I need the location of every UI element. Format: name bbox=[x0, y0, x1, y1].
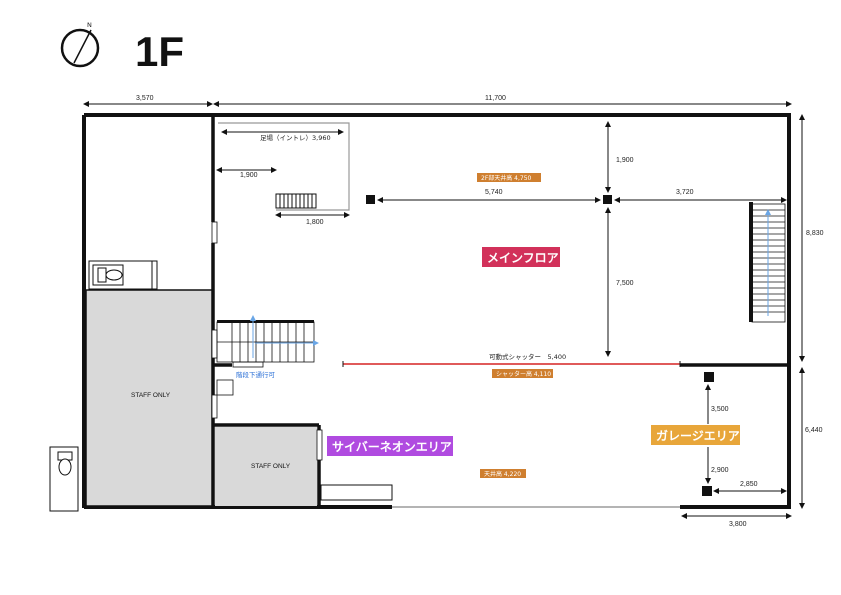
door-stairs-passage bbox=[232, 361, 264, 368]
ceiling-lower-badge bbox=[480, 469, 526, 478]
small-storage bbox=[216, 379, 234, 396]
floor-title: 1F bbox=[135, 28, 184, 75]
main-floor-label: メインフロア bbox=[487, 251, 559, 265]
dim-garage-up: 3,500 bbox=[711, 406, 729, 413]
dim-top-total: 11,700 bbox=[485, 95, 506, 102]
dim-bottom-right: 3,800 bbox=[729, 521, 747, 528]
garage-area-badge bbox=[651, 425, 740, 445]
staff-only-label-left: STAFF ONLY bbox=[131, 392, 171, 399]
ceiling-2f-label: 2F部天井高 4,750 bbox=[481, 174, 532, 182]
neon-counter bbox=[320, 484, 393, 501]
garage-area-label: ガレージエリア bbox=[656, 428, 740, 443]
toilet-icon-outside bbox=[49, 446, 79, 512]
pillar-left bbox=[366, 195, 375, 204]
scaffold-outline bbox=[218, 122, 350, 211]
compass-icon bbox=[60, 28, 100, 68]
dim-scaffold-left: 1,900 bbox=[240, 172, 258, 179]
toilet-icon-upper bbox=[88, 260, 158, 290]
dim-pillar-top: 1,900 bbox=[616, 157, 634, 164]
staff-room-left bbox=[85, 289, 213, 507]
dim-pillar-down: 7,500 bbox=[616, 280, 634, 287]
ceiling-lower-label: 天井高 4,220 bbox=[484, 470, 521, 478]
dim-pillar-left: 5,740 bbox=[485, 189, 503, 196]
staff-room-small bbox=[215, 427, 317, 506]
dim-garage-down: 2,900 bbox=[711, 467, 729, 474]
stairs-pass-note: 階段下通行可 bbox=[236, 370, 276, 379]
right-stairs-wall bbox=[749, 202, 753, 322]
shutter-height-badge bbox=[492, 369, 553, 378]
dim-scaffold-bottom: 1,800 bbox=[306, 219, 324, 226]
dim-pillar-right: 3,720 bbox=[676, 189, 694, 196]
pillar-garage-bottom bbox=[702, 486, 712, 496]
dim-right-upper: 8,830 bbox=[806, 230, 824, 237]
left-stairs bbox=[216, 321, 315, 363]
door-upper bbox=[211, 221, 218, 244]
pillar-center bbox=[603, 195, 612, 204]
compass-north-label: N bbox=[87, 21, 92, 29]
dim-right-lower: 6,440 bbox=[805, 427, 823, 434]
neon-area-badge bbox=[327, 436, 453, 456]
left-stairs-top-wall bbox=[217, 320, 314, 323]
door-middle bbox=[211, 329, 218, 359]
outer-walls bbox=[82, 113, 791, 509]
shutter-label: 可動式シャッター 5,400 bbox=[489, 352, 566, 361]
dim-left-top: 3,570 bbox=[136, 95, 154, 102]
shutter-height-label: シャッター高 4,110 bbox=[496, 370, 551, 378]
door-lower bbox=[211, 394, 218, 419]
ceiling-2f-badge bbox=[477, 173, 541, 182]
door-staff-small bbox=[316, 429, 323, 461]
neon-area-label: サイバーネオンエリア bbox=[332, 440, 452, 454]
pillar-garage-top bbox=[704, 372, 714, 382]
scaffold-stairs bbox=[275, 193, 317, 209]
staff-only-label-small: STAFF ONLY bbox=[251, 463, 291, 470]
inner-walls bbox=[211, 115, 791, 508]
main-floor-badge bbox=[482, 247, 560, 267]
dim-scaffold: 足場（イントレ）3,960 bbox=[260, 133, 331, 142]
dim-garage-right: 2,850 bbox=[740, 481, 758, 488]
